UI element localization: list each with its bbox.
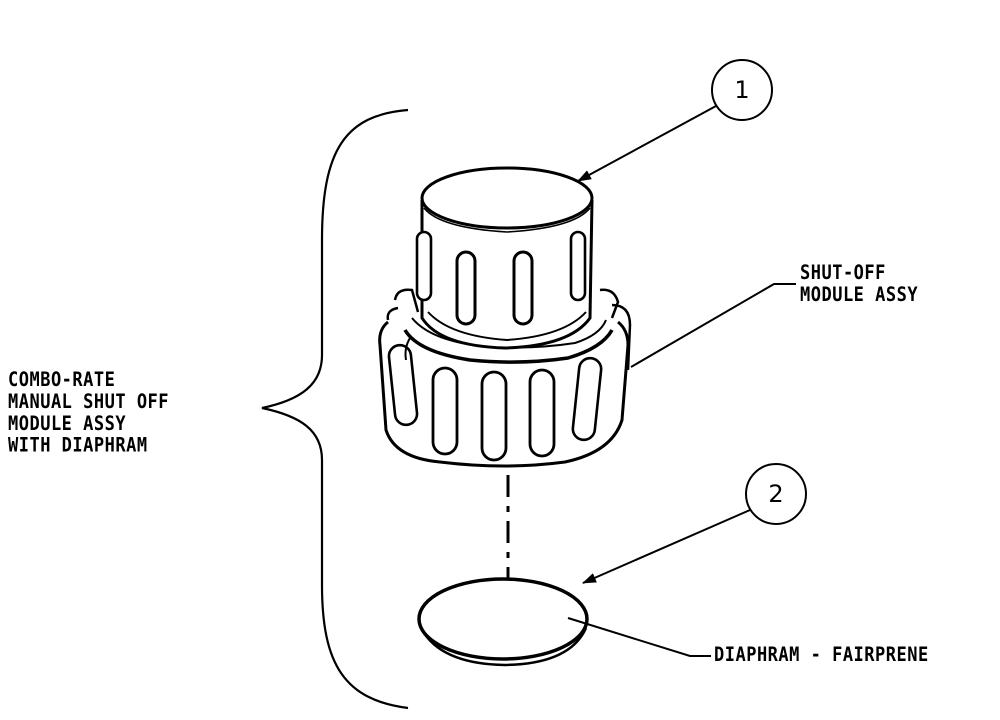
assembly-label-line-1: COMBO-RATE	[8, 368, 116, 392]
module-knob	[415, 166, 594, 350]
assembly-label: COMBO-RATE MANUAL SHUT OFF MODULE ASSY W…	[8, 368, 170, 458]
balloon-1-circle	[711, 59, 773, 121]
shutoff-label-line-2: MODULE ASSY	[800, 283, 919, 307]
balloon-2-leader	[582, 509, 751, 584]
balloon-2-circle	[745, 463, 807, 525]
balloon-1-number: 1	[734, 76, 750, 104]
balloon-1-leader	[577, 105, 717, 182]
assembly-label-line-3: MODULE ASSY	[8, 412, 127, 436]
diaphram-label: DIAPHRAM - FAIRPRENE	[714, 643, 929, 667]
assembly-brace	[261, 108, 409, 710]
balloon-2-number: 2	[768, 480, 784, 508]
shutoff-label-line-1: SHUT-OFF	[800, 261, 886, 285]
diaphram-leader	[567, 617, 711, 657]
assembly-label-line-4: WITH DIAPHRAM	[8, 434, 148, 458]
assembly-label-line-2: MANUAL SHUT OFF	[8, 390, 170, 414]
module-base	[378, 288, 632, 468]
shutoff-leader	[630, 283, 796, 368]
diaphram-part	[417, 577, 589, 667]
shutoff-module-label: SHUT-OFF MODULE ASSY	[800, 261, 919, 307]
